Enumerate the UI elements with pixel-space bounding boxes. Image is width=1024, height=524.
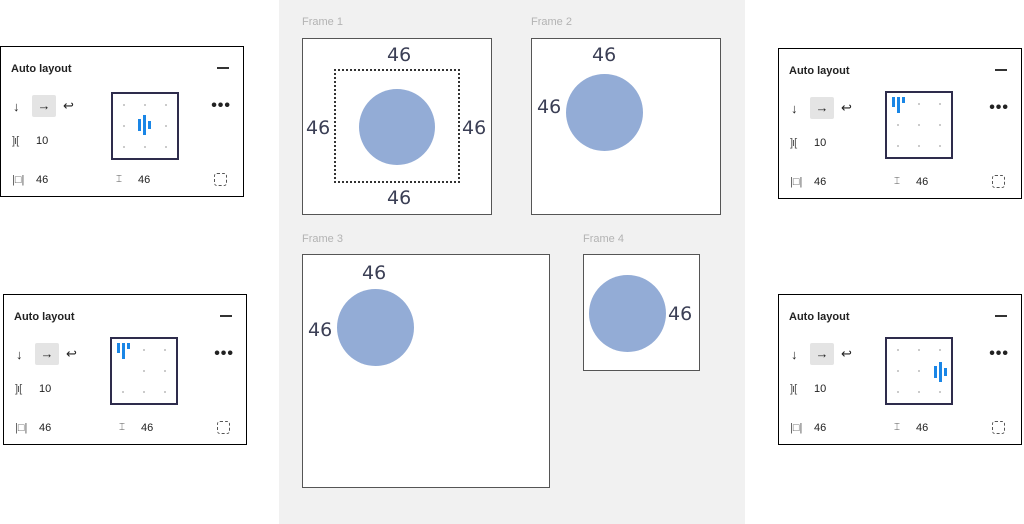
horizontal-padding-input[interactable]: 46	[39, 422, 52, 434]
padding-right-label: 46	[462, 117, 487, 139]
auto-layout-panel-1: Auto layout ↓ → ↩ ]ı[ 10 |□| 46 ⌶ 46 •••	[0, 46, 244, 197]
more-options-icon[interactable]: •••	[989, 345, 1009, 362]
alignment-grid[interactable]	[110, 337, 178, 405]
alignment-grid[interactable]	[111, 92, 179, 160]
clip-content-icon[interactable]	[217, 421, 230, 434]
alignment-indicator-bar	[944, 368, 947, 376]
vertical-direction-button[interactable]: ↓	[791, 347, 798, 362]
frame-3-label: Frame 3	[302, 233, 343, 245]
gap-icon: ]ı[	[15, 383, 22, 395]
frame-4-label: Frame 4	[583, 233, 624, 245]
vertical-padding-icon: ⌶	[116, 174, 122, 185]
alignment-grid[interactable]	[885, 337, 953, 405]
horizontal-direction-button[interactable]: →	[32, 95, 56, 117]
vertical-padding-input[interactable]: 46	[138, 174, 151, 186]
circle-shape[interactable]	[589, 275, 666, 352]
alignment-indicator-bar	[127, 343, 130, 349]
horizontal-padding-icon: |□|	[12, 174, 25, 186]
frame-1[interactable]: 46 46 46 46	[302, 38, 492, 215]
frame-1-label: Frame 1	[302, 16, 343, 28]
content-bounds	[334, 69, 460, 183]
horizontal-direction-button[interactable]: →	[35, 343, 59, 365]
vertical-padding-input[interactable]: 46	[141, 422, 154, 434]
circle-shape[interactable]	[566, 74, 643, 151]
frame-3[interactable]: 46 46	[302, 254, 550, 488]
clip-content-icon[interactable]	[992, 421, 1005, 434]
remove-auto-layout-button[interactable]	[217, 67, 229, 69]
alignment-indicator-bar	[122, 343, 125, 359]
wrap-direction-button[interactable]: ↩	[841, 346, 852, 361]
padding-left-label: 46	[537, 96, 562, 118]
horizontal-direction-button[interactable]: →	[810, 343, 834, 365]
padding-top-label: 46	[362, 262, 387, 284]
panel-title: Auto layout	[789, 311, 850, 323]
more-options-icon[interactable]: •••	[989, 99, 1009, 116]
gap-icon: ]ı[	[790, 383, 797, 395]
padding-right-label: 46	[668, 303, 693, 325]
clip-content-icon[interactable]	[214, 173, 227, 186]
alignment-indicator-icon	[934, 366, 937, 378]
remove-auto-layout-button[interactable]	[995, 315, 1007, 317]
remove-auto-layout-button[interactable]	[995, 69, 1007, 71]
alignment-indicator-bar	[939, 362, 942, 382]
alignment-indicator-bar	[148, 121, 151, 129]
vertical-direction-button[interactable]: ↓	[791, 101, 798, 116]
horizontal-padding-icon: |□|	[15, 422, 28, 434]
padding-bottom-label: 46	[387, 187, 412, 209]
frame-4[interactable]: 46	[583, 254, 700, 371]
gap-input[interactable]: 10	[814, 383, 827, 395]
gap-input[interactable]: 10	[39, 383, 52, 395]
padding-left-label: 46	[306, 117, 331, 139]
horizontal-padding-icon: |□|	[790, 422, 803, 434]
frame-2[interactable]: 46 46	[531, 38, 721, 215]
horizontal-padding-input[interactable]: 46	[814, 176, 827, 188]
vertical-padding-icon: ⌶	[119, 422, 125, 433]
padding-left-label: 46	[308, 319, 333, 341]
remove-auto-layout-button[interactable]	[220, 315, 232, 317]
gap-icon: ]ı[	[12, 135, 19, 147]
auto-layout-panel-3: Auto layout ↓ → ↩ ]ı[ 10 |□| 46 ⌶ 46 •••	[778, 48, 1022, 199]
padding-top-label: 46	[592, 44, 617, 66]
vertical-direction-button[interactable]: ↓	[16, 347, 23, 362]
auto-layout-panel-2: Auto layout ↓ → ↩ ]ı[ 10 |□| 46 ⌶ 46 •••	[3, 294, 247, 445]
vertical-padding-input[interactable]: 46	[916, 422, 929, 434]
vertical-padding-input[interactable]: 46	[916, 176, 929, 188]
wrap-direction-button[interactable]: ↩	[841, 100, 852, 115]
vertical-padding-icon: ⌶	[894, 422, 900, 433]
circle-shape[interactable]	[359, 89, 435, 165]
more-options-icon[interactable]: •••	[214, 345, 234, 362]
auto-layout-panel-4: Auto layout ↓ → ↩ ]ı[ 10 |□| 46 ⌶ 46 •••	[778, 294, 1022, 445]
more-options-icon[interactable]: •••	[211, 97, 231, 114]
wrap-direction-button[interactable]: ↩	[63, 98, 74, 113]
panel-title: Auto layout	[14, 311, 75, 323]
circle-shape[interactable]	[337, 289, 414, 366]
vertical-padding-icon: ⌶	[894, 176, 900, 187]
alignment-indicator-bar	[902, 97, 905, 103]
vertical-direction-button[interactable]: ↓	[13, 99, 20, 114]
gap-input[interactable]: 10	[814, 137, 827, 149]
wrap-direction-button[interactable]: ↩	[66, 346, 77, 361]
alignment-indicator-icon	[117, 343, 120, 353]
alignment-indicator-icon	[892, 97, 895, 107]
horizontal-padding-input[interactable]: 46	[814, 422, 827, 434]
panel-title: Auto layout	[789, 65, 850, 77]
horizontal-padding-icon: |□|	[790, 176, 803, 188]
gap-input[interactable]: 10	[36, 135, 49, 147]
frame-2-label: Frame 2	[531, 16, 572, 28]
alignment-indicator-bar	[897, 97, 900, 113]
panel-title: Auto layout	[11, 63, 72, 75]
padding-top-label: 46	[387, 44, 412, 66]
alignment-grid[interactable]	[885, 91, 953, 159]
gap-icon: ]ı[	[790, 137, 797, 149]
horizontal-direction-button[interactable]: →	[810, 97, 834, 119]
alignment-indicator-icon	[138, 119, 141, 131]
clip-content-icon[interactable]	[992, 175, 1005, 188]
horizontal-padding-input[interactable]: 46	[36, 174, 49, 186]
alignment-indicator-bar	[143, 115, 146, 135]
